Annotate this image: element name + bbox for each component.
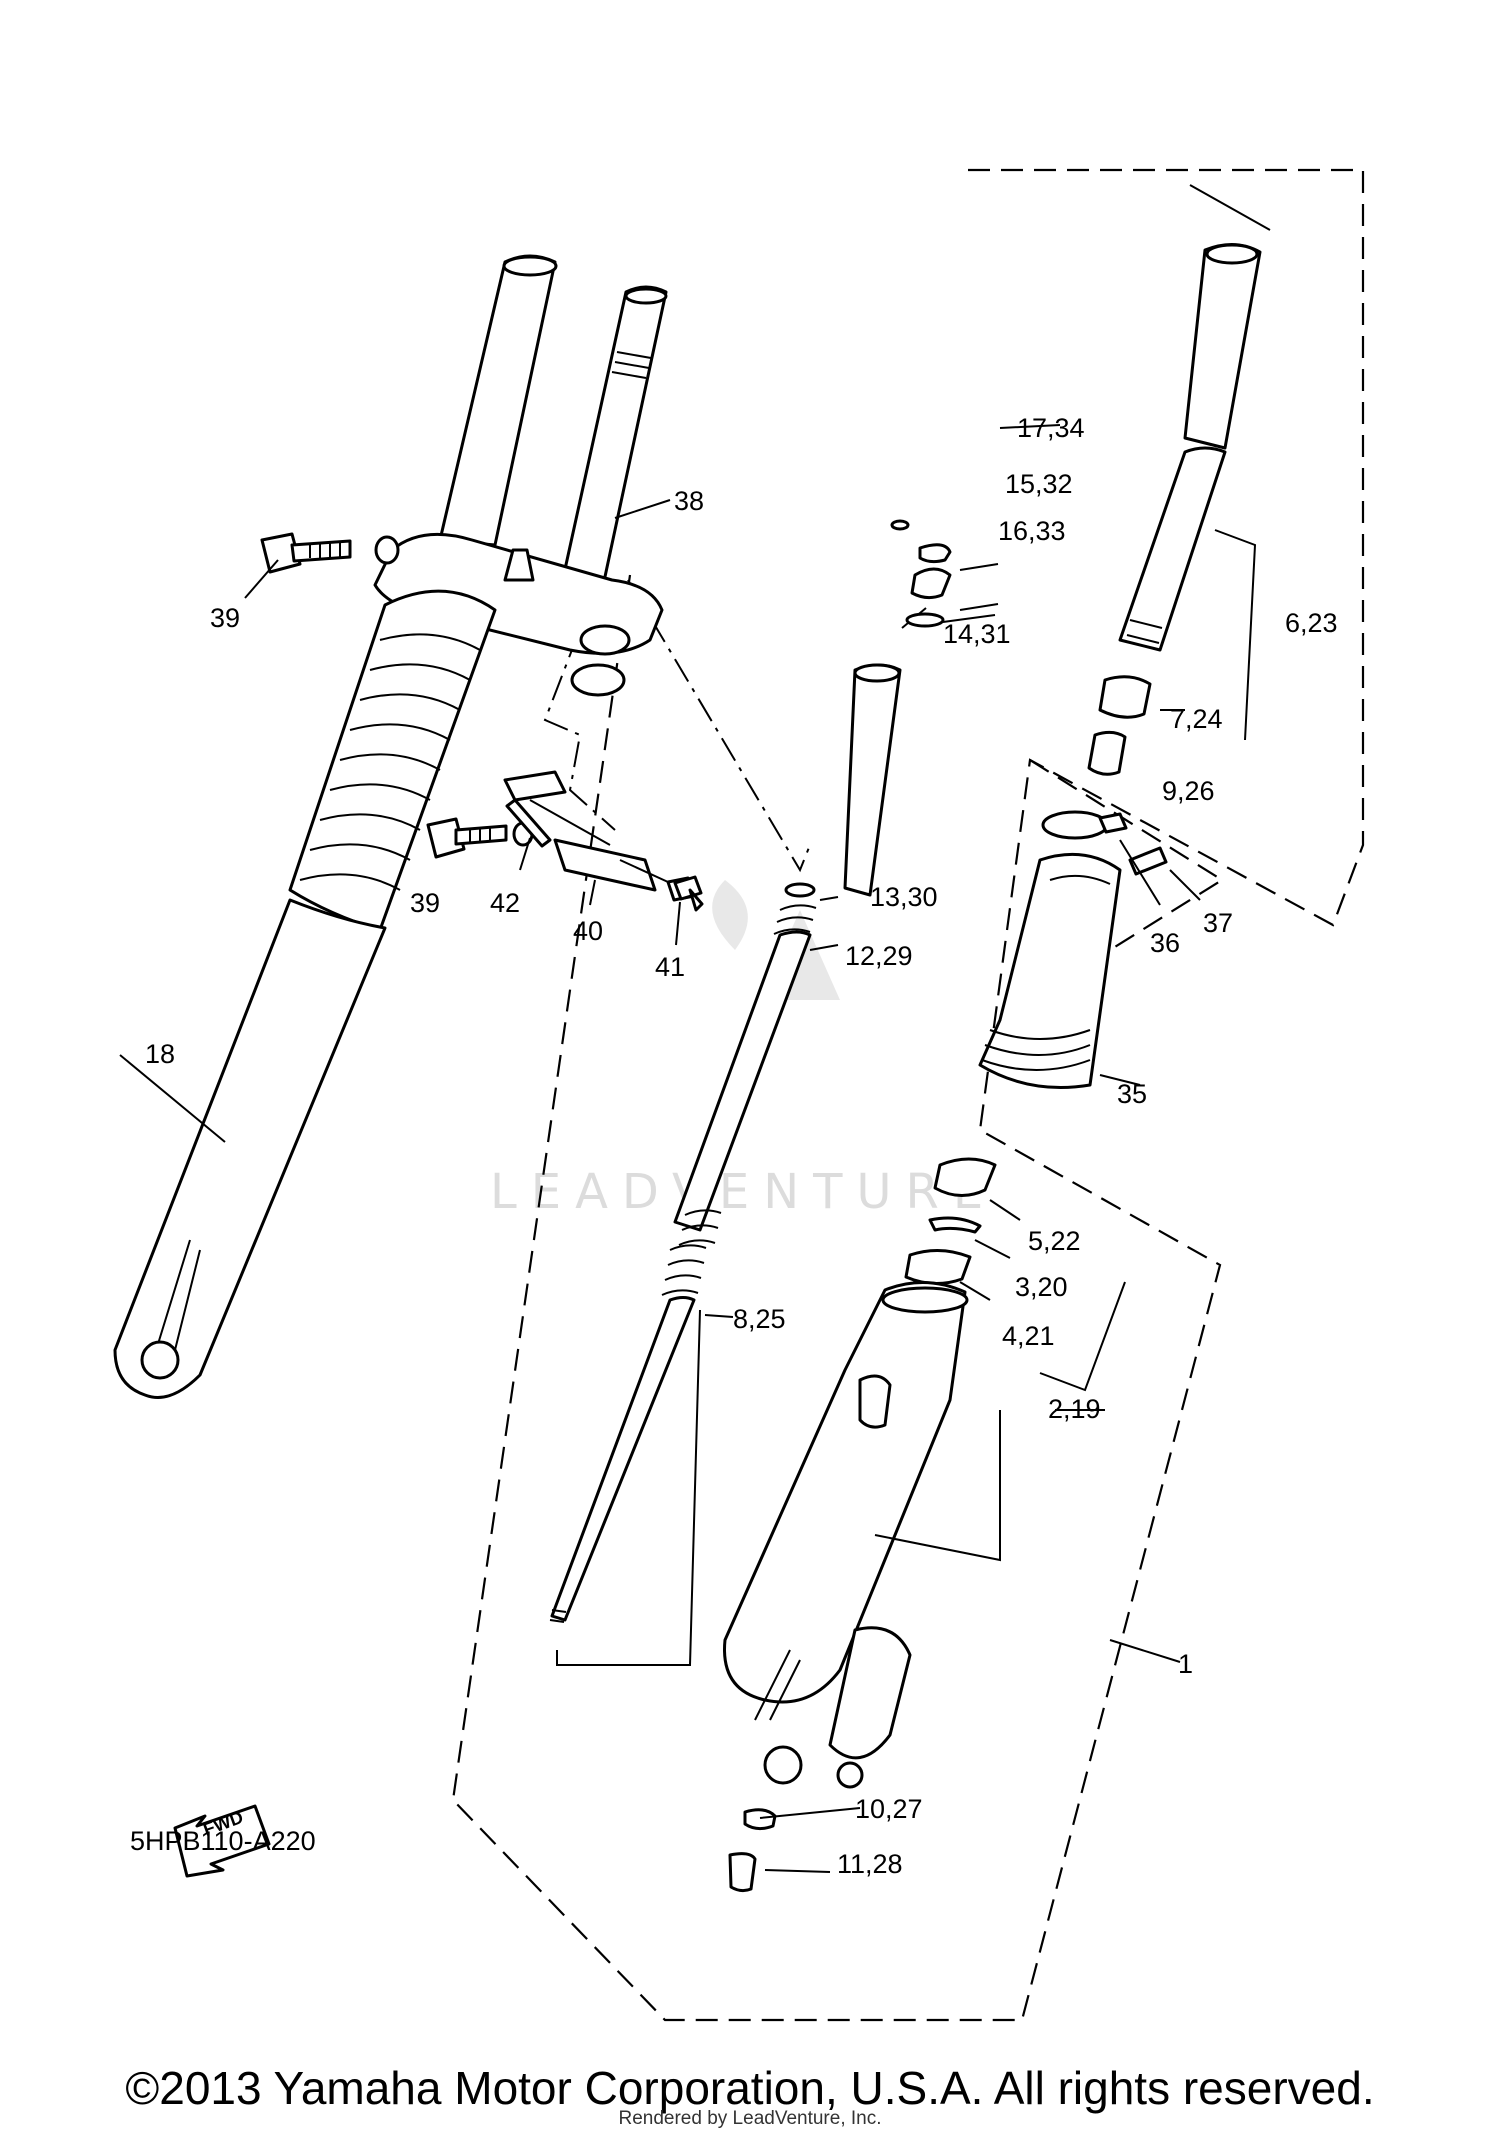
clamp-36	[1041, 810, 1109, 840]
outer-tube-right	[723, 1157, 1181, 1893]
damper-rod	[550, 1296, 696, 1622]
label-7-24: 7,24	[1170, 704, 1223, 734]
label-13-30: 13,30	[870, 882, 938, 912]
left-fork-assembly	[113, 254, 668, 1399]
label-15-32: 15,32	[1005, 469, 1073, 499]
watermark: LEADVENTURE	[490, 880, 997, 1220]
label-3-20: 3,20	[1015, 1272, 1068, 1302]
label-40: 40	[573, 916, 603, 946]
label-36: 36	[1150, 928, 1180, 958]
label-8-25: 8,25	[733, 1304, 786, 1334]
bushing-9	[1087, 730, 1127, 776]
bolt-11	[728, 1852, 757, 1893]
fork-boot-left	[288, 589, 497, 932]
fork-spring	[673, 930, 812, 1232]
boot-assembly-right	[978, 810, 1201, 1089]
steering-stem	[558, 285, 668, 602]
label-6-23: 6,23	[1285, 608, 1338, 638]
bolt-39-top	[244, 532, 400, 599]
bushing-7	[1098, 675, 1152, 719]
screw-37	[1128, 846, 1168, 876]
label-39-mid: 39	[410, 888, 440, 918]
spacer-14	[843, 663, 902, 897]
watermark-logo-icon	[712, 880, 840, 1000]
outer-tube-left	[113, 898, 387, 1399]
damper-rod-parts	[549, 519, 999, 1666]
oil-seal-5	[933, 1157, 997, 1197]
collar-15	[910, 567, 952, 600]
inner-tube-6	[1118, 446, 1227, 652]
bolt-39-mid	[426, 817, 534, 859]
callout-labels: 1 2,19 3,20 4,21 5,22 6,23 7,24 8,25 9,2…	[145, 413, 1338, 1879]
label-39-top: 39	[210, 603, 240, 633]
diagram-code: 5HPB110-A220	[130, 1826, 316, 1856]
label-35: 35	[1117, 1079, 1147, 1109]
clamp-parts	[503, 770, 704, 946]
watermark-text: LEADVENTURE	[490, 1164, 997, 1220]
label-42: 42	[490, 888, 520, 918]
label-16-33: 16,33	[998, 516, 1066, 546]
copyright-notice: ©2013 Yamaha Motor Corporation, U.S.A. A…	[125, 2062, 1375, 2114]
label-11-28: 11,28	[837, 1849, 903, 1879]
cap-17	[918, 543, 952, 564]
label-5-22: 5,22	[1028, 1226, 1081, 1256]
label-41: 41	[655, 952, 685, 982]
washer-10	[743, 1808, 777, 1831]
label-1: 1	[1178, 1649, 1193, 1679]
label-12-29: 12,29	[845, 941, 913, 971]
label-37: 37	[1203, 908, 1233, 938]
inner-tube-left	[438, 254, 557, 547]
washer-4	[904, 1249, 972, 1285]
clip-3	[928, 1216, 982, 1234]
label-18: 18	[145, 1039, 175, 1069]
rendered-by-notice: Rendered by LeadVenture, Inc.	[618, 2108, 882, 2129]
right-inner-tube	[1087, 184, 1271, 776]
label-9-26: 9,26	[1162, 776, 1215, 806]
label-14-31: 14,31	[943, 619, 1011, 649]
label-38: 38	[674, 486, 704, 516]
label-2-19: 2,19	[1048, 1394, 1101, 1424]
label-10-27: 10,27	[855, 1794, 923, 1824]
label-4-21: 4,21	[1002, 1321, 1055, 1351]
fwd-arrow-icon: FWD	[173, 1804, 271, 1878]
o-ring-16	[905, 612, 945, 628]
label-17-34: 17,34	[1017, 413, 1085, 443]
dust-boot	[978, 852, 1122, 1089]
